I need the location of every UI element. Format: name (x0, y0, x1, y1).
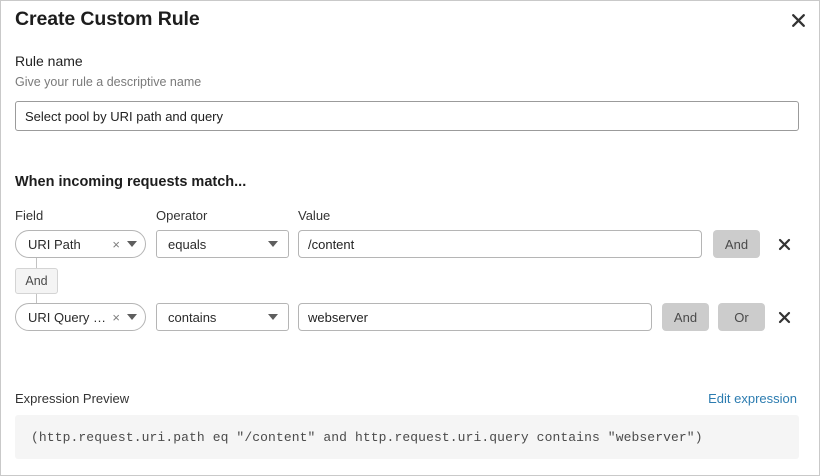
close-icon (791, 13, 805, 27)
page-title: Create Custom Rule (15, 8, 200, 30)
and-button-row-1[interactable]: And (713, 230, 760, 258)
clear-icon[interactable]: × (112, 309, 120, 325)
expression-preview-label: Expression Preview (15, 391, 130, 406)
expression-preview-box: (http.request.uri.path eq "/content" and… (15, 415, 799, 459)
field-select-value-row-1: URI Path (28, 236, 81, 252)
close-icon (778, 311, 790, 323)
operator-select-value-row-2: contains (168, 309, 217, 325)
edit-expression-link[interactable]: Edit expression (708, 391, 797, 406)
expression-preview-code: (http.request.uri.path eq "/content" and… (31, 429, 703, 445)
column-header-operator: Operator (156, 208, 208, 223)
or-button-row-2[interactable]: Or (718, 303, 765, 331)
field-select-value-row-2: URI Query St... (28, 309, 113, 325)
remove-condition-button-row-2[interactable] (773, 304, 795, 330)
field-select-row-2[interactable]: URI Query St... × (15, 303, 146, 331)
group-and-connector-button[interactable]: And (15, 268, 58, 294)
close-dialog-button[interactable] (785, 7, 811, 33)
operator-select-row-1[interactable]: equals (156, 230, 289, 258)
remove-condition-button-row-1[interactable] (773, 231, 795, 257)
clear-icon[interactable]: × (112, 236, 120, 252)
field-select-row-1[interactable]: URI Path × (15, 230, 146, 258)
rule-name-label: Rule name (15, 53, 83, 69)
rule-name-helper-text: Give your rule a descriptive name (15, 75, 202, 89)
match-section-heading: When incoming requests match... (15, 174, 247, 190)
operator-select-row-2[interactable]: contains (156, 303, 289, 331)
value-input-row-2[interactable] (298, 303, 652, 331)
chevron-down-icon (268, 241, 278, 247)
and-button-row-2[interactable]: And (662, 303, 709, 331)
close-icon (778, 238, 790, 250)
column-header-value: Value (298, 208, 331, 223)
rule-name-input[interactable] (15, 101, 799, 131)
chevron-down-icon (127, 241, 137, 247)
column-header-field: Field (15, 208, 44, 223)
value-input-row-1[interactable] (298, 230, 702, 258)
operator-select-value-row-1: equals (168, 236, 207, 252)
chevron-down-icon (127, 314, 137, 320)
chevron-down-icon (268, 314, 278, 320)
